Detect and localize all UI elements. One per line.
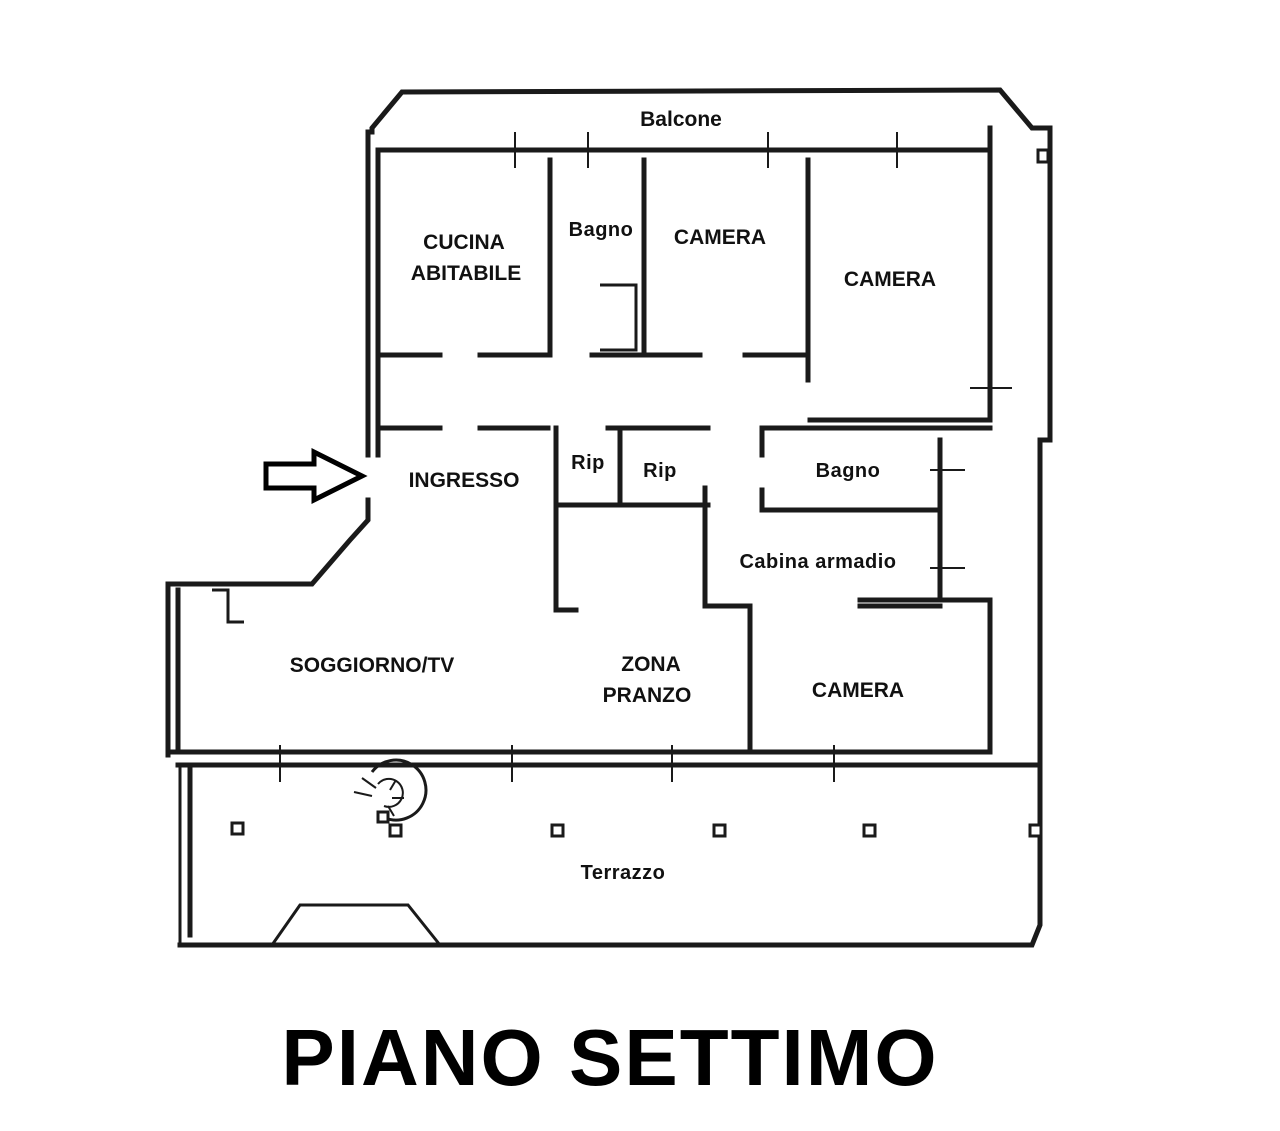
terrace-columns (230, 148, 1050, 838)
room-label-rip-2: Rip (643, 460, 677, 482)
room-label-camera-1: CAMERA (674, 226, 766, 249)
room-label-bagno-right: Bagno (816, 460, 881, 482)
room-label-soggiorno: SOGGIORNO/TV (290, 654, 455, 677)
room-label-terrazzo: Terrazzo (581, 862, 666, 884)
arrow-right-icon (263, 447, 368, 505)
room-label-camera-2: CAMERA (844, 268, 936, 291)
interior-walls (212, 157, 993, 755)
room-label-cucina-2: ABITABILE (411, 262, 521, 285)
outer-walls (165, 125, 1043, 948)
room-label-rip-1: Rip (571, 452, 605, 474)
room-label-balcone: Balcone (640, 108, 722, 131)
room-label-zona-2: PRANZO (603, 684, 692, 707)
spiral-staircase-icon (353, 758, 428, 824)
room-label-cucina-1: CUCINA (423, 231, 505, 254)
room-label-ingresso: INGRESSO (409, 469, 520, 492)
room-label-zona-1: ZONA (621, 653, 681, 676)
balcony-outline (369, 87, 1053, 443)
room-label-camera-3: CAMERA (812, 679, 904, 702)
plan-title: PIANO SETTIMO (281, 1013, 939, 1102)
window-ticks (279, 132, 1012, 782)
room-label-bagno-top: Bagno (569, 219, 634, 241)
room-label-cabina: Cabina armadio (739, 551, 896, 573)
